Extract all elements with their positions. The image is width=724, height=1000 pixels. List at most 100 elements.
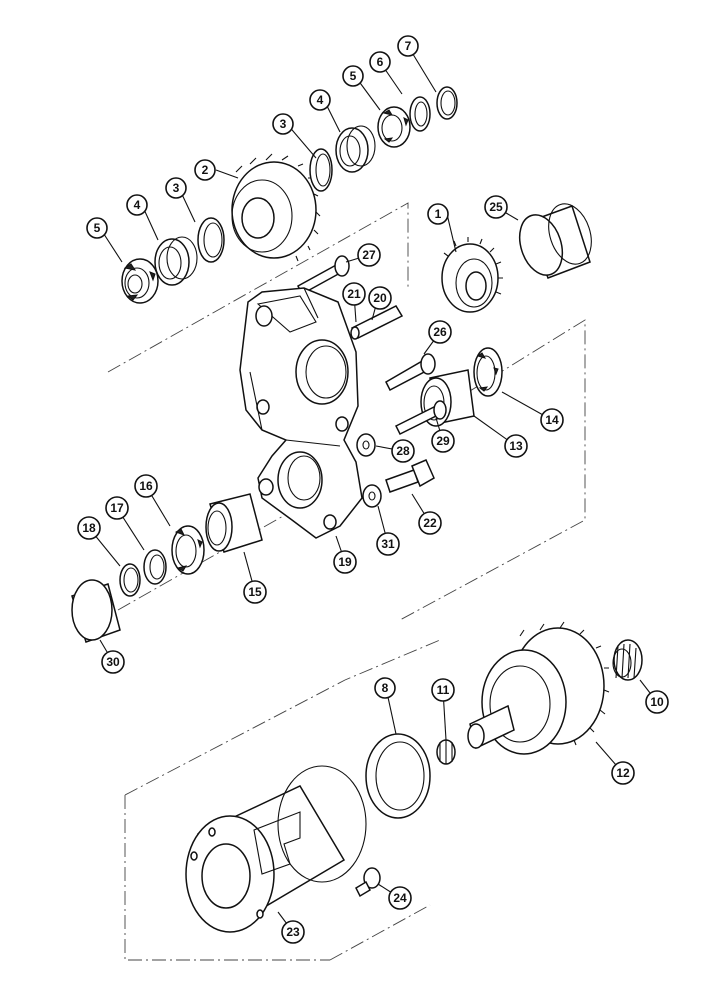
- callout-circle: [368, 286, 392, 310]
- callout-number: 5: [94, 221, 101, 235]
- callout-24: 24: [388, 886, 412, 910]
- callout-14: 14: [540, 408, 564, 432]
- callout-number: 21: [347, 287, 361, 301]
- callout-7: 7: [397, 35, 419, 57]
- part-17-spacer: [143, 549, 167, 585]
- callout-4: 4: [126, 194, 148, 216]
- part-2-helical-gear: [231, 153, 321, 262]
- callout-circle: [388, 886, 412, 910]
- callout-31: 31: [376, 532, 400, 556]
- callout-number: 24: [393, 891, 407, 905]
- callout-circle: [397, 35, 419, 57]
- part-29-bolt: [394, 400, 447, 436]
- part-4-bearing-cup-right: [335, 125, 376, 173]
- callout-20: 20: [368, 286, 392, 310]
- part-5-bearing-left: [121, 258, 159, 304]
- callout-17: 17: [105, 496, 129, 520]
- callout-5: 5: [86, 217, 108, 239]
- callout-circle: [126, 194, 148, 216]
- callout-circle: [504, 434, 528, 458]
- callout-number: 3: [280, 117, 287, 131]
- callout-circle: [272, 113, 294, 135]
- callout-circle: [431, 429, 455, 453]
- part-11-needle-bearing: [436, 739, 456, 765]
- part-3-snap-ring-left: [197, 217, 225, 263]
- callout-2: 2: [194, 159, 216, 181]
- callout-number: 22: [423, 516, 437, 530]
- part-8-thrust-washer: [365, 733, 431, 819]
- callout-1: 1: [427, 203, 449, 225]
- callout-22: 22: [418, 511, 442, 535]
- callout-circle: [431, 678, 455, 702]
- part-1-spur-gear: [441, 237, 503, 313]
- callout-circle: [281, 920, 305, 944]
- callout-number: 26: [433, 325, 447, 339]
- callout-11: 11: [431, 678, 455, 702]
- callout-number: 4: [134, 198, 141, 212]
- callout-number: 28: [396, 444, 410, 458]
- callout-18: 18: [77, 516, 101, 540]
- callout-30: 30: [101, 650, 125, 674]
- part-24-screw: [355, 867, 381, 898]
- callout-5: 5: [342, 65, 364, 87]
- callout-16: 16: [134, 474, 158, 498]
- callout-circle: [484, 195, 508, 219]
- callout-4: 4: [309, 89, 331, 111]
- callout-circle: [540, 408, 564, 432]
- callout-number: 7: [405, 39, 412, 53]
- callout-circle: [374, 677, 396, 699]
- callout-15: 15: [243, 580, 267, 604]
- callout-circle: [357, 243, 381, 267]
- callout-number: 15: [248, 585, 262, 599]
- part-16-bearing-cone: [171, 525, 205, 575]
- callout-circle: [369, 51, 391, 73]
- callout-circle: [134, 474, 158, 498]
- callout-number: 13: [509, 439, 523, 453]
- callout-circle: [342, 282, 366, 306]
- callout-circle: [391, 439, 415, 463]
- callout-circle: [309, 89, 331, 111]
- part-23-coupler: [185, 765, 367, 933]
- callout-27: 27: [357, 243, 381, 267]
- part-14-bearing-cone: [473, 347, 503, 397]
- callout-number: 29: [436, 434, 450, 448]
- callout-circle: [427, 203, 449, 225]
- callout-circle: [165, 177, 187, 199]
- callout-number: 27: [362, 248, 376, 262]
- part-28-washer: [356, 433, 376, 457]
- callout-29: 29: [431, 429, 455, 453]
- part-20-21-pin: [350, 305, 404, 340]
- callout-25: 25: [484, 195, 508, 219]
- callout-number: 19: [338, 555, 352, 569]
- callout-number: 31: [381, 537, 395, 551]
- part-15-bearing-cup: [205, 493, 263, 553]
- callout-circle: [86, 217, 108, 239]
- callout-3: 3: [272, 113, 294, 135]
- callout-number: 14: [545, 413, 559, 427]
- part-5-bearing-right: [377, 106, 411, 148]
- part-3-snap-ring-right: [309, 148, 333, 192]
- callout-number: 12: [616, 766, 630, 780]
- callout-10: 10: [645, 690, 669, 714]
- callout-number: 17: [110, 501, 124, 515]
- callout-number: 6: [377, 55, 384, 69]
- part-7-snap-ring: [436, 86, 458, 120]
- callout-circle: [333, 550, 357, 574]
- callout-circle: [418, 511, 442, 535]
- callout-26: 26: [428, 320, 452, 344]
- callout-number: 23: [286, 925, 300, 939]
- callout-circle: [342, 65, 364, 87]
- part-18-snap-ring: [119, 563, 141, 597]
- callout-3: 3: [165, 177, 187, 199]
- callout-number: 4: [317, 93, 324, 107]
- callout-number: 1: [435, 207, 442, 221]
- callout-number: 18: [82, 521, 96, 535]
- callout-number: 2: [202, 163, 209, 177]
- part-27-bolt: [297, 255, 350, 296]
- callout-number: 25: [489, 200, 503, 214]
- callout-circle: [105, 496, 129, 520]
- callout-balloons: 1233445567810111213141516171819202122232…: [77, 35, 669, 944]
- callout-number: 3: [173, 181, 180, 195]
- part-10-needle-bearing: [612, 639, 643, 681]
